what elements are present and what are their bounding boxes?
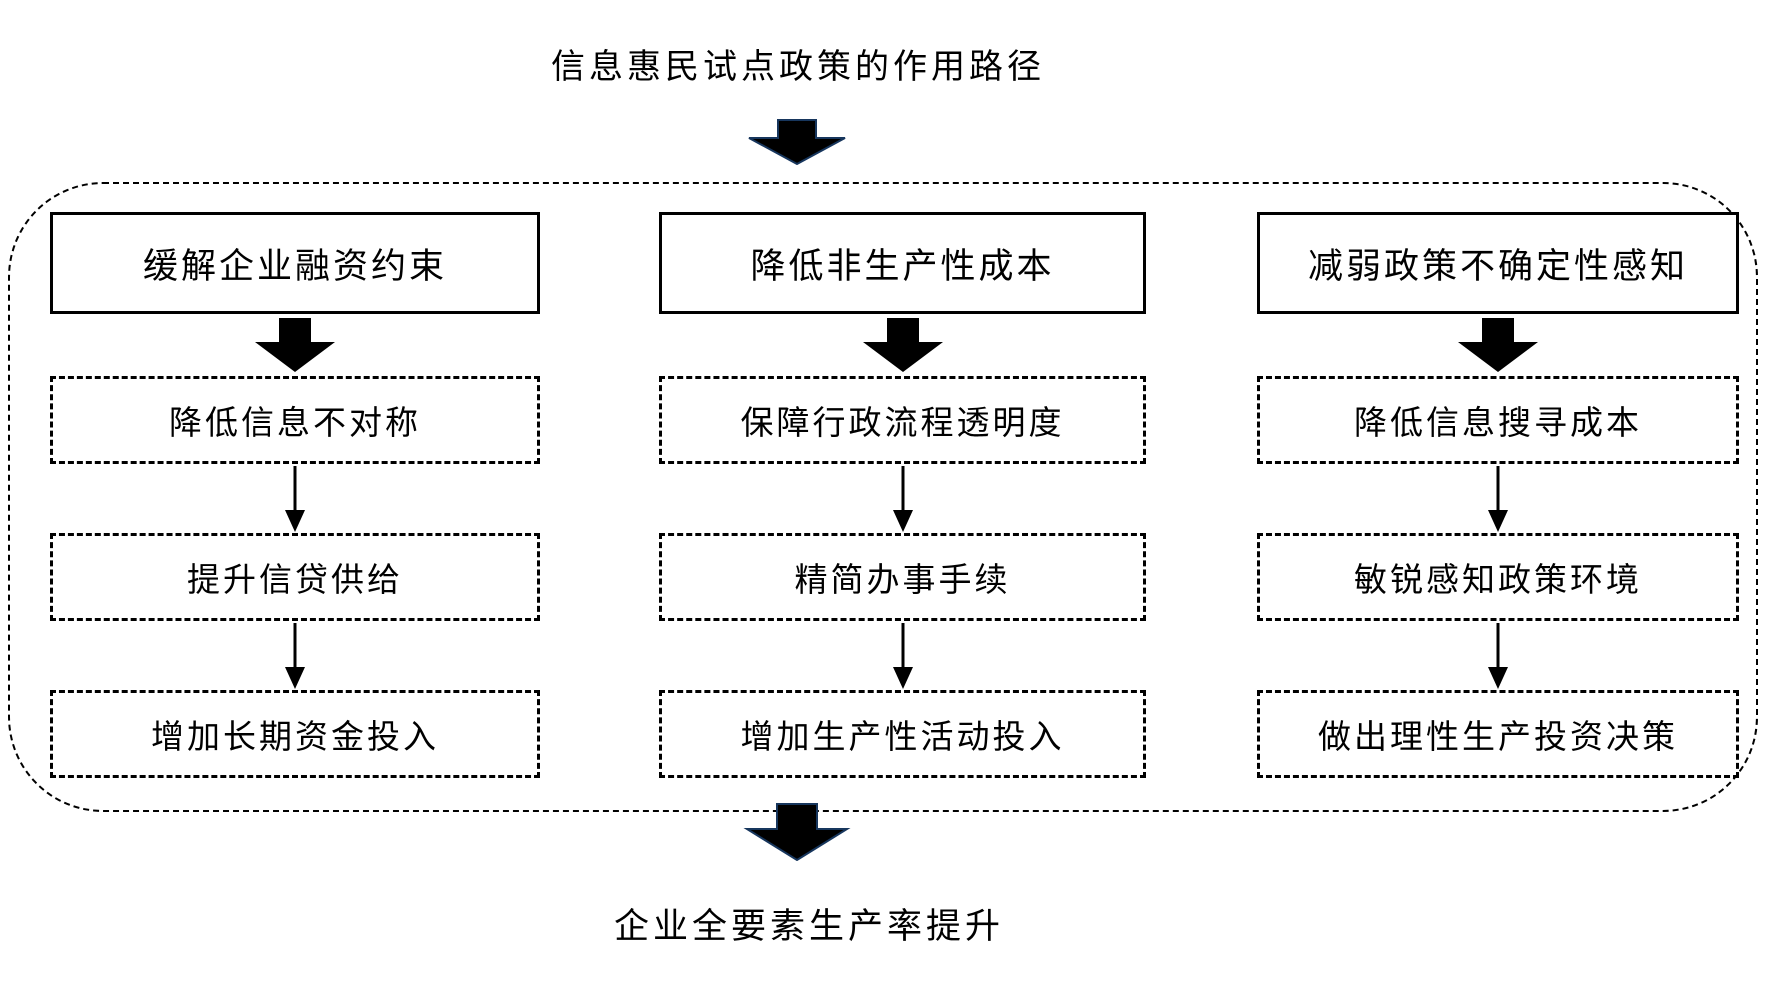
- down-block-arrow-icon: [1458, 318, 1538, 372]
- arrow-slot: [890, 464, 916, 533]
- down-block-arrow-bottom-icon: [743, 803, 851, 861]
- step-box: 增加生产性活动投入: [659, 690, 1146, 778]
- arrow-slot: [253, 314, 337, 376]
- column-header-box: 降低非生产性成本: [659, 212, 1146, 314]
- step-box: 精简办事手续: [659, 533, 1146, 621]
- step-text: 增加生产性活动投入: [740, 717, 1065, 756]
- step-text: 保障行政流程透明度: [740, 403, 1065, 442]
- column-nonproductive-costs: 降低非生产性成本 保障行政流程透明度 精简办事手续: [659, 212, 1146, 778]
- step-text: 降低信息不对称: [169, 403, 421, 442]
- step-text: 做出理性生产投资决策: [1318, 717, 1678, 756]
- down-block-arrow-icon: [255, 318, 335, 372]
- column-header-text: 减弱政策不确定性感知: [1307, 246, 1688, 287]
- down-arrow-icon: [285, 622, 305, 689]
- outcome-text: 企业全要素生产率提升: [613, 906, 1004, 947]
- column-policy-uncertainty: 减弱政策不确定性感知 降低信息搜寻成本 敏锐感知政策环境: [1257, 212, 1739, 778]
- column-financing-constraints: 缓解企业融资约束 降低信息不对称 提升信贷供给: [50, 212, 540, 778]
- step-box: 敏锐感知政策环境: [1257, 533, 1739, 621]
- column-header-box: 缓解企业融资约束: [50, 212, 540, 314]
- step-box: 增加长期资金投入: [50, 690, 540, 778]
- down-block-arrow-icon: [862, 318, 943, 372]
- column-header-text: 缓解企业融资约束: [142, 246, 447, 287]
- column-header-box: 减弱政策不确定性感知: [1257, 212, 1739, 314]
- step-box: 降低信息不对称: [50, 376, 540, 464]
- step-box: 保障行政流程透明度: [659, 376, 1146, 464]
- down-arrow-icon: [1488, 622, 1508, 689]
- step-text: 增加长期资金投入: [151, 717, 439, 756]
- title-text: 信息惠民试点政策的作用路径: [551, 46, 1045, 87]
- arrow-slot: [282, 621, 308, 690]
- step-text: 提升信贷供给: [187, 560, 403, 599]
- outcome-box: 企业全要素生产率提升: [370, 862, 1248, 984]
- arrow-slot: [1456, 314, 1540, 376]
- step-box: 提升信贷供给: [50, 533, 540, 621]
- down-arrow-icon: [285, 465, 305, 532]
- arrow-slot: [890, 621, 916, 690]
- arrow-slot: [282, 464, 308, 533]
- mechanism-container: 缓解企业融资约束 降低信息不对称 提升信贷供给: [8, 182, 1758, 812]
- step-text: 降低信息搜寻成本: [1354, 403, 1642, 442]
- arrow-slot: [1485, 621, 1511, 690]
- step-box: 做出理性生产投资决策: [1257, 690, 1739, 778]
- down-arrow-icon: [1488, 465, 1508, 532]
- title-box: 信息惠民试点政策的作用路径: [360, 8, 1236, 118]
- arrow-slot: [861, 314, 945, 376]
- arrow-slot: [1485, 464, 1511, 533]
- down-block-arrow-top-icon: [748, 119, 846, 165]
- step-text: 敏锐感知政策环境: [1354, 560, 1642, 599]
- step-box: 降低信息搜寻成本: [1257, 376, 1739, 464]
- down-arrow-icon: [892, 465, 913, 532]
- down-arrow-icon: [892, 622, 913, 689]
- column-header-text: 降低非生产性成本: [750, 246, 1055, 287]
- step-text: 精简办事手续: [794, 560, 1011, 599]
